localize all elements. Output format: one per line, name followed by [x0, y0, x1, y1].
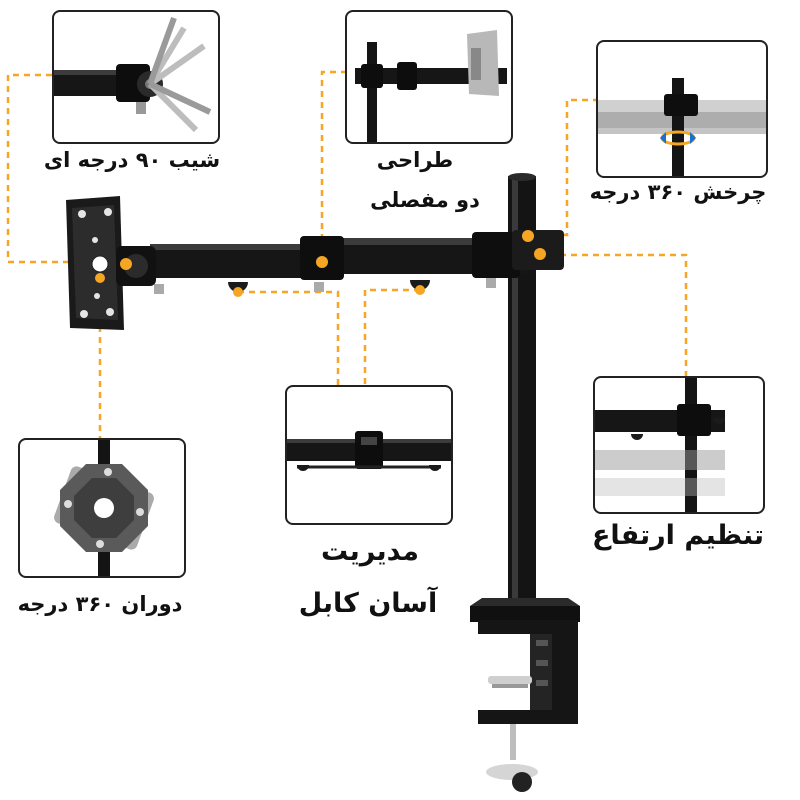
marker-tilt	[120, 258, 132, 270]
marker-rotation	[95, 273, 105, 283]
label-cable-line1: مدیریت	[321, 536, 419, 567]
marker-articulated	[316, 256, 328, 268]
marker-height	[534, 248, 546, 260]
rotation-detail-image	[54, 440, 154, 576]
label-articulated-line1: طراحی	[376, 148, 454, 172]
label-cable-line2: آسان کابل	[298, 588, 438, 619]
marker-cable-2	[415, 285, 425, 295]
arm-segment-outer	[150, 244, 326, 278]
articulated-detail-image	[355, 30, 507, 142]
desk-base-plate	[470, 598, 580, 622]
label-swivel: چرخش ۳۶۰ درجه	[589, 180, 767, 204]
label-rotation: دوران ۳۶۰ درجه	[17, 592, 183, 616]
panel-swivel	[596, 40, 768, 178]
height-detail-image	[595, 378, 725, 512]
marker-swivel	[522, 230, 534, 242]
panel-height	[593, 376, 765, 514]
panel-cable	[285, 385, 453, 525]
pole-joint	[472, 232, 520, 278]
vesa-center-hole	[91, 255, 109, 273]
label-height: تنظیم ارتفاع	[591, 520, 764, 551]
panel-tilt	[52, 10, 220, 144]
marker-cable-1	[233, 287, 243, 297]
panel-rotation	[18, 438, 186, 578]
cable-detail-image	[287, 431, 451, 471]
swivel-detail-image	[598, 78, 766, 176]
feature-markers	[95, 230, 546, 297]
panel-articulated	[345, 10, 513, 144]
c-clamp	[478, 620, 578, 792]
label-articulated-line2: دو مفصلی	[370, 188, 480, 212]
cable-clips	[228, 280, 430, 292]
label-tilt: شیب ۹۰ درجه ای	[43, 148, 221, 172]
tilt-detail-image	[54, 16, 212, 133]
